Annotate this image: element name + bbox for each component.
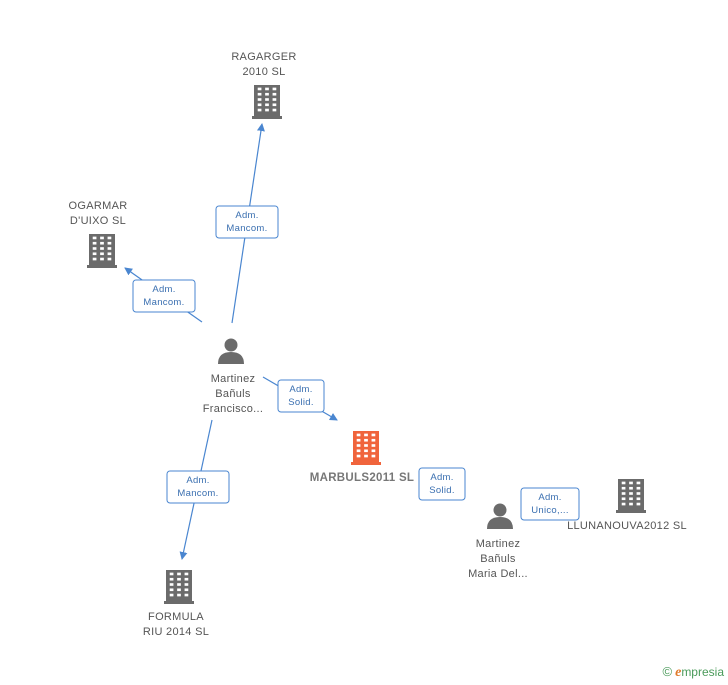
edge-label-e-formula[interactable]: Adm. Mancom. xyxy=(166,470,230,504)
node-label: D'UIXO SL xyxy=(70,215,126,227)
node-label: FORMULA xyxy=(148,611,204,623)
building-icon xyxy=(351,431,381,465)
brand-initial: e xyxy=(675,665,682,680)
node-label: MARBULS2011 SL xyxy=(310,472,415,484)
node-label: Bañuls xyxy=(480,553,516,565)
node-formula[interactable]: FORMULA RIU 2014 SL xyxy=(143,570,209,638)
edge-label-box xyxy=(132,279,196,313)
building-icon xyxy=(87,234,117,268)
edge-label-text: Adm. xyxy=(186,475,209,486)
person-icon xyxy=(218,338,244,364)
node-label: RAGARGER xyxy=(231,51,296,63)
edge-label-text: Adm. xyxy=(538,492,561,503)
node-label: LLUNANOUVA2012 SL xyxy=(567,520,687,532)
node-label: 2010 SL xyxy=(242,66,285,78)
copyright-symbol: © xyxy=(662,664,673,679)
person-icon xyxy=(487,503,513,529)
node-marbuls[interactable]: MARBULS2011 SL xyxy=(310,431,415,484)
node-label: Francisco... xyxy=(203,403,263,415)
building-icon xyxy=(252,85,282,119)
node-label: Bañuls xyxy=(215,388,251,400)
building-icon xyxy=(616,479,646,513)
node-label: Maria Del... xyxy=(468,568,528,580)
node-francisco[interactable]: MartinezBañulsFrancisco... xyxy=(203,338,263,416)
node-ogarmar[interactable]: OGARMAR D'UIXO SL xyxy=(69,200,128,268)
edge-label-e-marbuls[interactable]: Adm. Solid. xyxy=(277,379,325,413)
edge-label-text: Solid. xyxy=(288,397,314,408)
edge-label-box xyxy=(418,467,466,501)
edge-label-box xyxy=(215,205,279,239)
edge-label-text: Adm. xyxy=(152,284,175,295)
edge-label-e-ogarmar[interactable]: Adm. Mancom. xyxy=(132,279,196,313)
edge-label-text: Adm. xyxy=(235,210,258,221)
edge-label-text: Unico,... xyxy=(531,505,569,516)
edge-label-text: Mancom. xyxy=(143,297,184,308)
edge-label-text: Solid. xyxy=(429,485,455,496)
edge-label-box xyxy=(277,379,325,413)
node-label: OGARMAR xyxy=(69,200,128,212)
edge-label-box xyxy=(520,487,580,521)
edge-label-e-ragarger[interactable]: Adm. Mancom. xyxy=(215,205,279,239)
building-icon xyxy=(164,570,194,604)
edge-labels-layer: Adm. Mancom. Adm. Mancom. Adm. Solid. Adm. Manc… xyxy=(132,205,580,521)
node-label: Martinez xyxy=(476,538,521,550)
edge-label-e-maria-lluna[interactable]: Adm. Unico,... xyxy=(520,487,580,521)
node-label: RIU 2014 SL xyxy=(143,626,209,638)
edge-label-text: Mancom. xyxy=(226,223,267,234)
edge-label-e-maria-marbuls[interactable]: Adm. Solid. xyxy=(418,467,466,501)
edge-label-text: Mancom. xyxy=(177,488,218,499)
node-label: Martinez xyxy=(211,373,256,385)
edge-label-text: Adm. xyxy=(430,472,453,483)
edge-label-box xyxy=(166,470,230,504)
edge-label-text: Adm. xyxy=(289,384,312,395)
node-llunanouva[interactable]: LLUNANOUVA2012 SL xyxy=(567,479,687,532)
empresia-watermark[interactable]: ©empresia xyxy=(663,664,725,681)
brand-name: mpresia xyxy=(681,665,724,679)
node-ragarger[interactable]: RAGARGER 2010 SL xyxy=(231,51,296,119)
